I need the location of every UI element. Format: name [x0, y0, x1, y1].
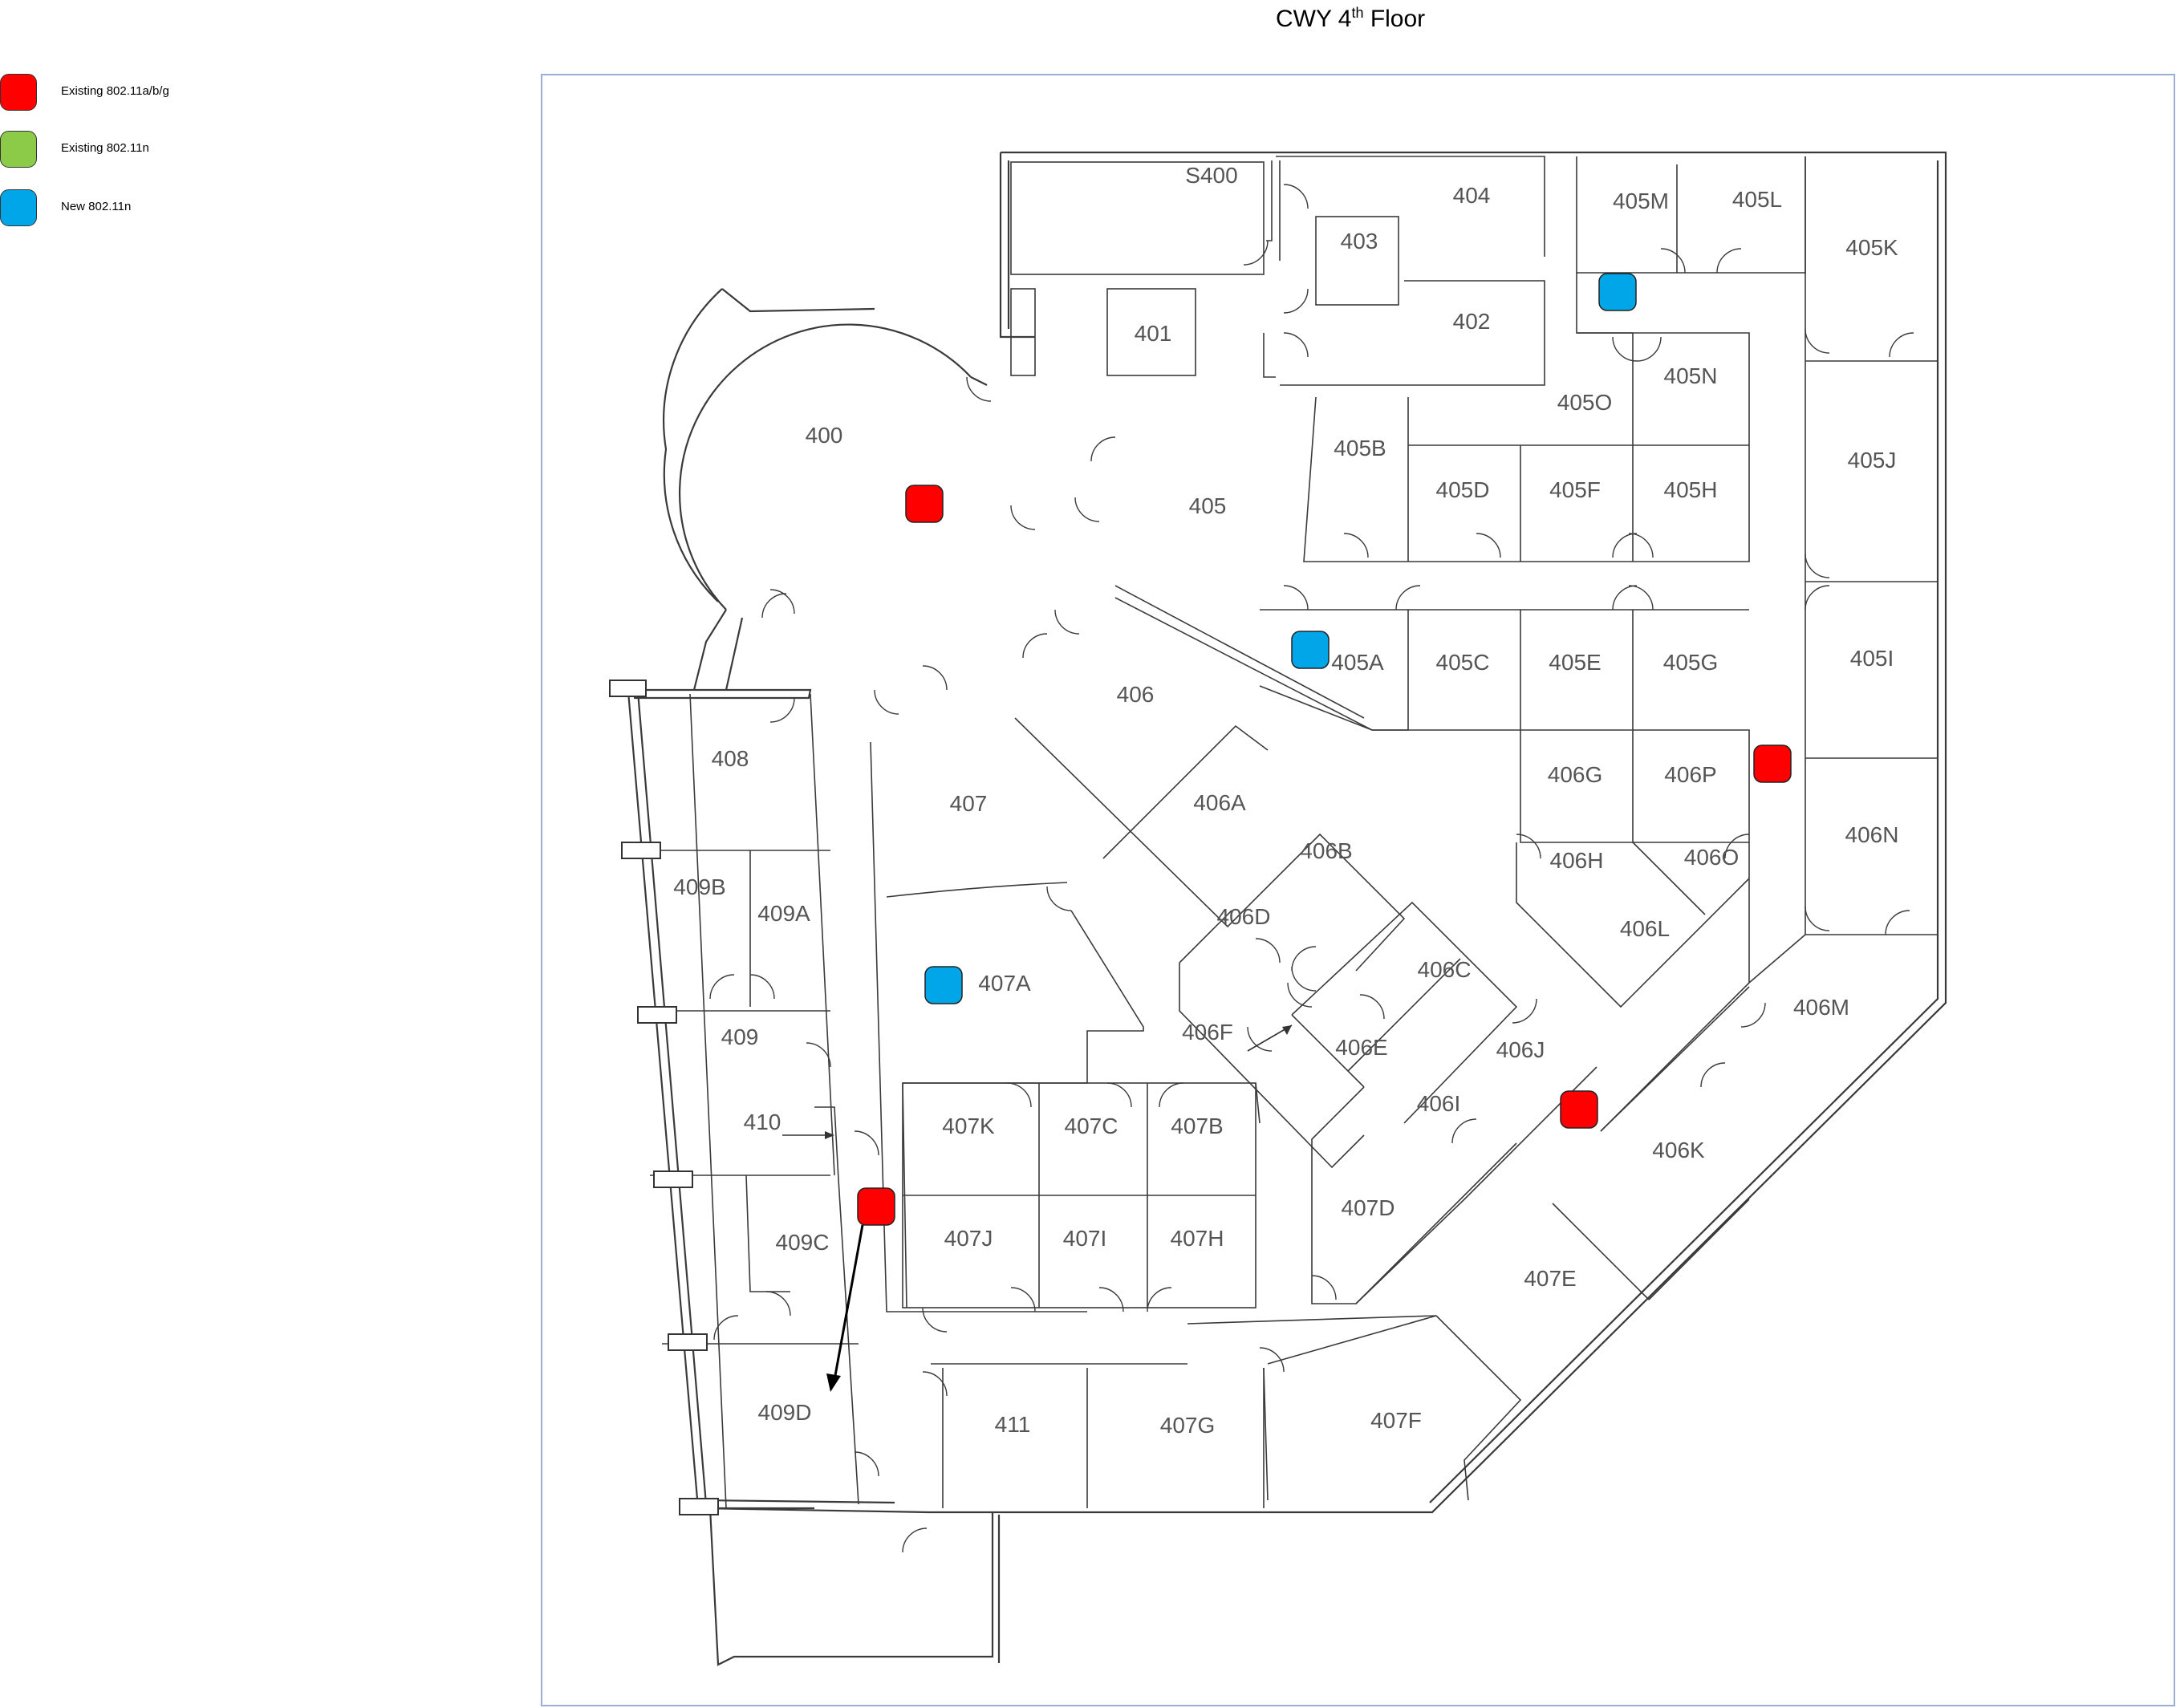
room-label-406B: 406B [1300, 838, 1352, 863]
room-label-406A: 406A [1193, 790, 1246, 815]
ap-marker-400-red-icon [905, 485, 944, 523]
access-point-markers [857, 273, 1792, 1226]
room-label-405O: 405O [1557, 390, 1613, 415]
room-label-405A: 405A [1331, 650, 1384, 675]
room-label-407D: 407D [1342, 1195, 1395, 1220]
room-label-404: 404 [1453, 183, 1491, 208]
room-label-406K: 406K [1652, 1138, 1705, 1162]
room-labels: 400 401 402 403 404 S400 405 405A 405B 4… [673, 163, 1898, 1438]
room-label-406F: 406F [1182, 1020, 1233, 1045]
room-label-406G: 406G [1548, 762, 1603, 787]
room-label-406C: 406C [1418, 957, 1472, 982]
room-label-406H: 406H [1550, 848, 1604, 873]
room-label-405H: 405H [1664, 477, 1718, 502]
room-label-405F: 405F [1549, 477, 1601, 502]
room-label-405N: 405N [1664, 363, 1718, 388]
bottom-rooms-walls [931, 1315, 1437, 1508]
red-ap-marker-icon [0, 74, 37, 111]
room-label-407C: 407C [1065, 1114, 1118, 1138]
title-text: CWY 4 [1276, 6, 1352, 32]
legend-label: New 802.11n [61, 200, 132, 213]
room-label-407I: 407I [1063, 1226, 1107, 1251]
room-label-405M: 405M [1613, 189, 1669, 213]
room-label-407K: 407K [942, 1114, 995, 1138]
room-label-409C: 409C [776, 1230, 830, 1255]
ap-marker-406P-red-icon [1753, 744, 1792, 783]
room-label-406D: 406D [1217, 904, 1271, 929]
room-label-406L: 406L [1620, 916, 1670, 941]
outer-walls [626, 151, 1947, 1666]
room-label-411: 411 [995, 1412, 1031, 1437]
ap-marker-407A-blue-icon [924, 966, 963, 1004]
room-label-401: 401 [1135, 321, 1172, 346]
room-label-406N: 406N [1845, 822, 1899, 847]
room-label-405G: 405G [1663, 650, 1719, 675]
legend-item-existing-n: Existing 802.11n [0, 131, 241, 169]
room-label-407E: 407E [1524, 1266, 1576, 1291]
room-label-S400: S400 [1185, 163, 1237, 188]
room-label-405E: 405E [1549, 650, 1601, 675]
legend-label: Existing 802.11a/b/g [61, 84, 169, 98]
room-400-walls [663, 288, 988, 691]
room-label-406M: 406M [1793, 995, 1849, 1020]
upper-rooms-walls [1010, 156, 1545, 386]
left-offices-walls [609, 680, 859, 1515]
pointer-marks [782, 1024, 1293, 1139]
room-406-cluster-walls [1014, 717, 1750, 1501]
room-label-406O: 406O [1684, 845, 1740, 870]
room-label-406E: 406E [1335, 1035, 1387, 1060]
room-label-406I: 406I [1417, 1091, 1461, 1116]
room-label-406J: 406J [1496, 1037, 1545, 1062]
room-label-407: 407 [950, 791, 988, 816]
room-label-407H: 407H [1171, 1226, 1224, 1251]
door-swings [709, 184, 1914, 1553]
room-label-407B: 407B [1171, 1114, 1223, 1138]
room-label-409D: 409D [758, 1400, 812, 1425]
blue-ap-marker-icon [0, 189, 37, 226]
room-label-409A: 409A [757, 901, 810, 926]
plan-frame [541, 74, 2175, 1706]
room-label-410: 410 [744, 1110, 781, 1134]
room-407-cluster-walls [870, 741, 1261, 1312]
legend-item-existing-abg: Existing 802.11a/b/g [0, 74, 241, 112]
floor-title: CWY 4th Floor [1276, 5, 1425, 33]
room-label-409: 409 [721, 1024, 759, 1049]
room-label-407G: 407G [1160, 1413, 1216, 1438]
legend-item-new-n: New 802.11n [0, 189, 241, 228]
room-label-406P: 406P [1664, 762, 1716, 787]
room-label-407F: 407F [1370, 1408, 1422, 1433]
room-label-405D: 405D [1436, 477, 1490, 502]
ap-marker-405A-blue-icon [1291, 631, 1330, 669]
room-label-405K: 405K [1845, 235, 1898, 260]
legend-label: Existing 802.11n [61, 141, 149, 155]
room-label-406: 406 [1117, 682, 1155, 707]
green-ap-marker-icon [0, 131, 37, 168]
room-label-408: 408 [712, 746, 749, 771]
title-suffix: Floor [1363, 6, 1426, 32]
ap-marker-409C-red-icon [857, 1187, 895, 1226]
ap-marker-406J-red-icon [1560, 1090, 1598, 1129]
room-label-407A: 407A [978, 971, 1031, 996]
room-label-409B: 409B [673, 874, 725, 899]
room-label-400: 400 [806, 423, 843, 448]
room-label-405: 405 [1189, 493, 1227, 518]
title-superscript: th [1351, 5, 1364, 21]
room-label-405I: 405I [1850, 646, 1894, 671]
relocation-arrow [826, 1224, 864, 1392]
right-rooms-walls [1600, 156, 1938, 1132]
room-label-405J: 405J [1848, 448, 1897, 473]
room-label-405B: 405B [1334, 436, 1386, 460]
room-label-405C: 405C [1436, 650, 1490, 675]
room-label-402: 402 [1453, 309, 1491, 334]
room-label-407J: 407J [944, 1226, 993, 1251]
ap-marker-405M-blue-icon [1598, 273, 1637, 311]
room-label-405L: 405L [1732, 187, 1782, 212]
room-label-403: 403 [1341, 229, 1378, 254]
